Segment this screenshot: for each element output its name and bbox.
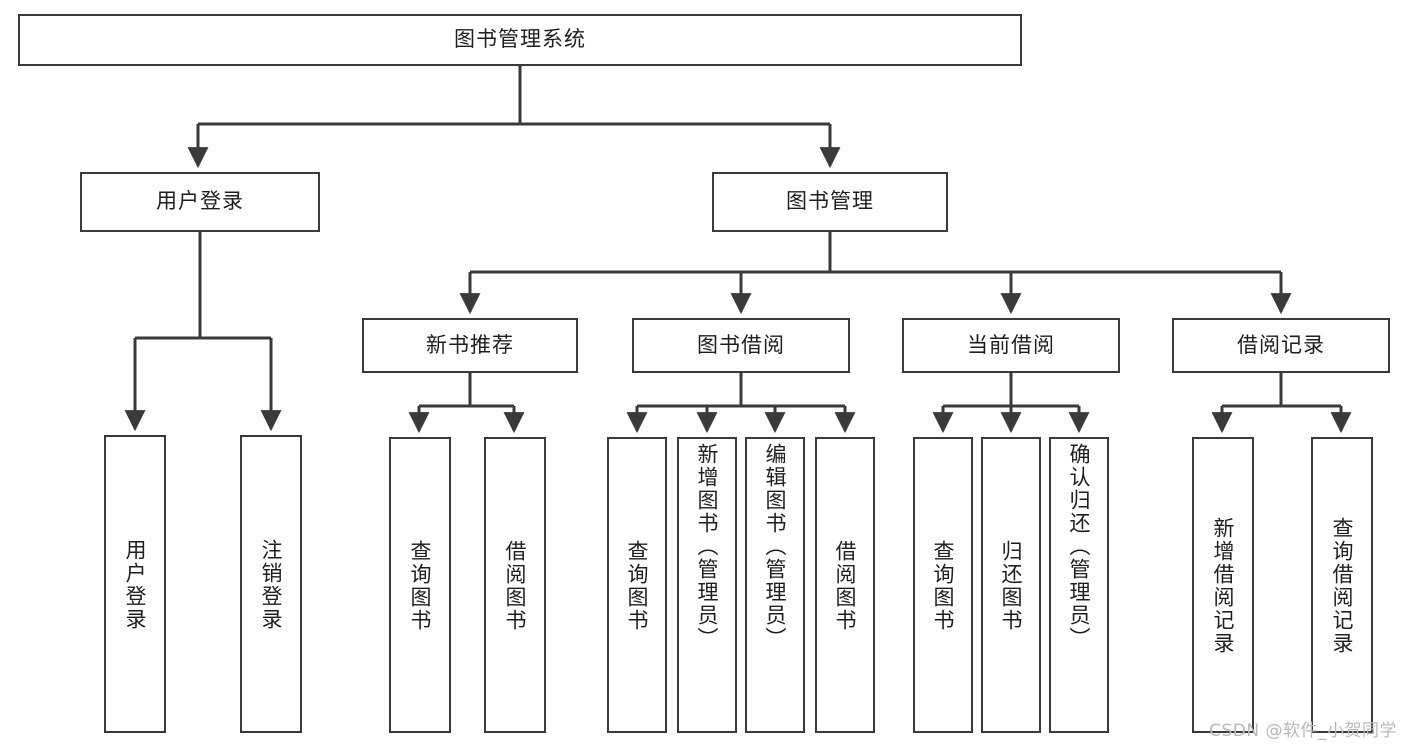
leaf-current-borrow-confirm-return-label: 确认归还（管理员） <box>1067 443 1092 650</box>
leaf-book-borrow-query-label: 查询图书 <box>625 540 650 632</box>
node-borrow-record-label: 借阅记录 <box>1237 332 1325 357</box>
node-book-management-label: 图书管理 <box>786 189 874 214</box>
leaf-current-borrow-query-label: 查询图书 <box>931 540 956 632</box>
node-book-management[interactable]: 图书管理 <box>712 172 948 232</box>
node-current-borrow[interactable]: 当前借阅 <box>902 318 1120 373</box>
leaf-borrow-record-add[interactable]: 新增借阅记录 <box>1192 437 1254 733</box>
leaf-new-book-query[interactable]: 查询图书 <box>389 437 451 733</box>
node-borrow-record[interactable]: 借阅记录 <box>1172 318 1390 373</box>
leaf-new-book-borrow[interactable]: 借阅图书 <box>484 437 546 733</box>
leaf-book-borrow-edit-label: 编辑图书（管理员） <box>763 443 788 650</box>
leaf-new-book-query-label: 查询图书 <box>408 540 433 632</box>
leaf-user-login-signout-label: 注销登录 <box>259 539 284 631</box>
watermark-text: CSDN @软件_小贺同学 <box>1209 721 1397 741</box>
leaf-current-borrow-query[interactable]: 查询图书 <box>913 437 973 733</box>
leaf-current-borrow-return-label: 归还图书 <box>999 540 1024 632</box>
leaf-borrow-record-add-label: 新增借阅记录 <box>1211 517 1236 655</box>
leaf-user-login-signin-label: 用户登录 <box>123 539 148 631</box>
node-book-borrow[interactable]: 图书借阅 <box>632 318 850 373</box>
leaf-user-login-signin[interactable]: 用户登录 <box>104 435 166 733</box>
node-book-borrow-label: 图书借阅 <box>697 332 785 357</box>
leaf-book-borrow-edit[interactable]: 编辑图书（管理员） <box>745 437 805 733</box>
leaf-book-borrow-query[interactable]: 查询图书 <box>607 437 667 733</box>
node-root-system-label: 图书管理系统 <box>454 27 586 52</box>
leaf-book-borrow-add[interactable]: 新增图书（管理员） <box>677 437 737 733</box>
node-new-book-recommend-label: 新书推荐 <box>426 332 514 357</box>
leaf-book-borrow-add-label: 新增图书（管理员） <box>695 443 720 650</box>
node-root-system[interactable]: 图书管理系统 <box>18 14 1022 66</box>
leaf-user-login-signout[interactable]: 注销登录 <box>240 435 302 733</box>
leaf-current-borrow-return[interactable]: 归还图书 <box>981 437 1041 733</box>
node-current-borrow-label: 当前借阅 <box>967 332 1055 357</box>
node-user-login[interactable]: 用户登录 <box>80 172 320 232</box>
leaf-book-borrow-lend[interactable]: 借阅图书 <box>815 437 875 733</box>
leaf-book-borrow-lend-label: 借阅图书 <box>833 540 858 632</box>
leaf-new-book-borrow-label: 借阅图书 <box>503 540 528 632</box>
leaf-borrow-record-query-label: 查询借阅记录 <box>1330 517 1355 655</box>
node-new-book-recommend[interactable]: 新书推荐 <box>362 318 578 373</box>
leaf-borrow-record-query[interactable]: 查询借阅记录 <box>1311 437 1373 733</box>
leaf-current-borrow-confirm-return[interactable]: 确认归还（管理员） <box>1049 437 1109 733</box>
node-user-login-label: 用户登录 <box>156 189 244 214</box>
